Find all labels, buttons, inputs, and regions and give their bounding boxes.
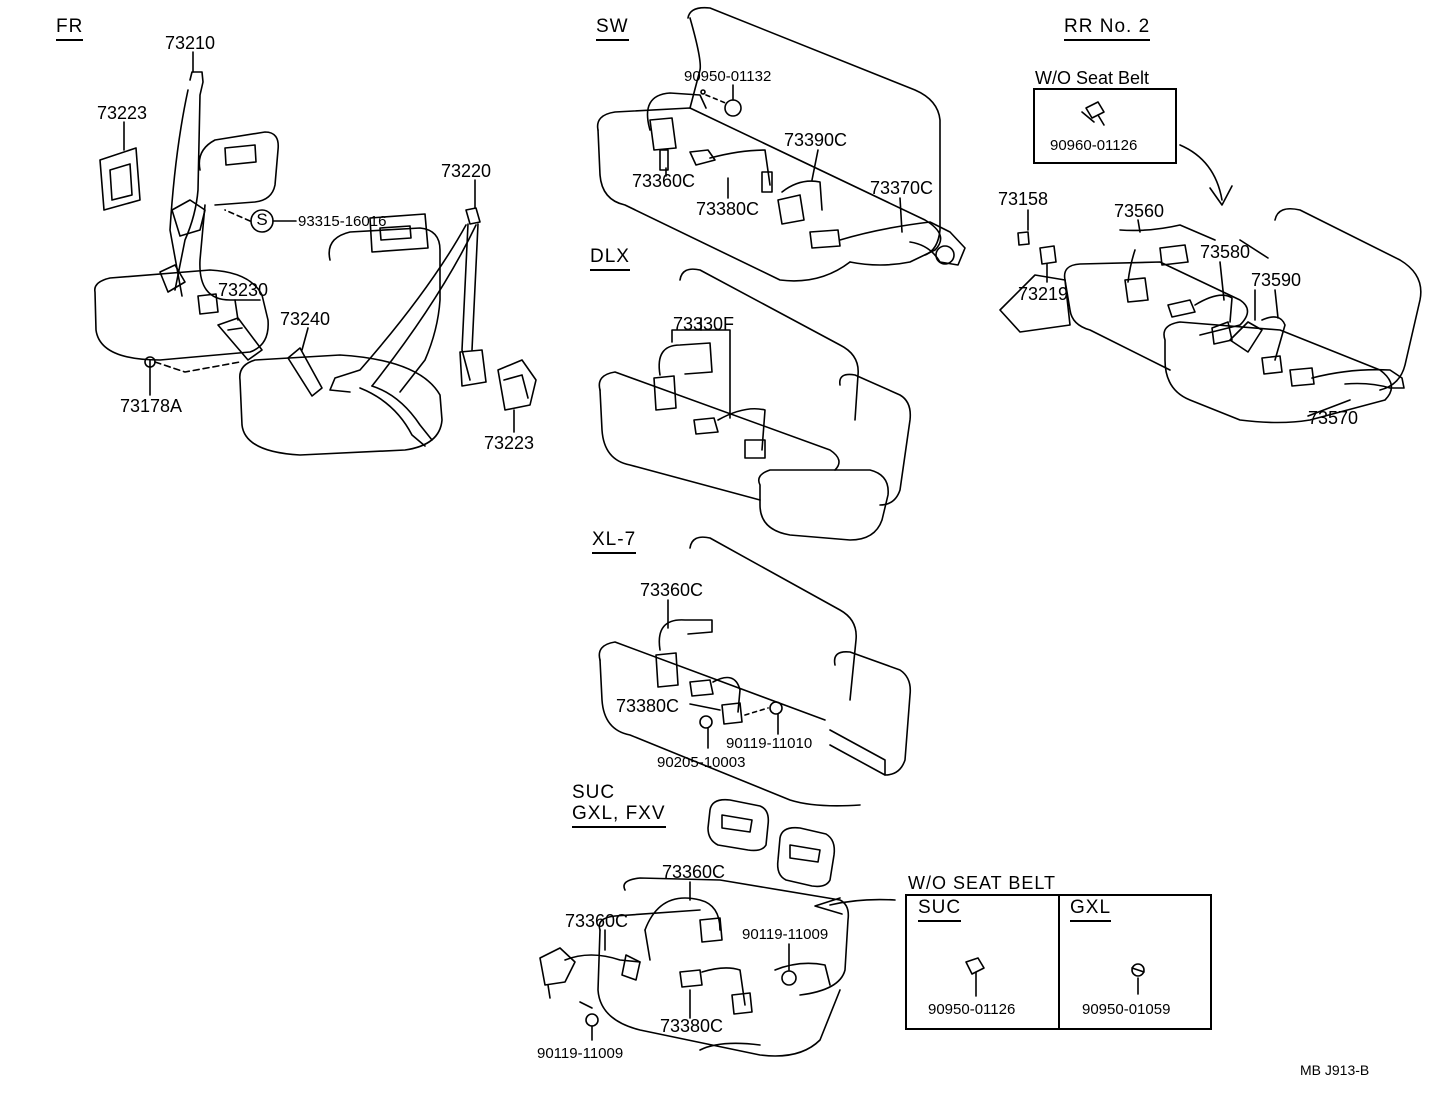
wo-box-drawing <box>965 957 1145 997</box>
s-mark: S <box>256 210 268 229</box>
part-label: 73560 <box>1114 201 1165 221</box>
suc-drawing <box>539 798 896 1057</box>
box-divider <box>1058 894 1060 1028</box>
box-header-gxl: GXL <box>1070 898 1112 922</box>
part-label: 73223 <box>97 103 148 123</box>
section-title-suc: SUC <box>572 782 616 803</box>
part-label: 73158 <box>998 189 1049 209</box>
part-label: 73380C <box>616 696 680 716</box>
wo-seat-belt-title-large: W/O SEAT BELT <box>908 873 1057 893</box>
sw-drawing <box>596 6 966 282</box>
dlx-drawing <box>598 268 912 541</box>
part-label: 73360C <box>640 580 704 600</box>
part-label: 73223 <box>484 433 535 453</box>
part-label: 73219 <box>1018 284 1069 304</box>
part-label: 90960-01126 <box>1050 137 1138 154</box>
fr-drawing <box>93 51 537 456</box>
box-header-suc: SUC <box>918 898 962 922</box>
part-label: 90950-01059 <box>1082 1001 1171 1018</box>
section-title-fr: FR <box>56 17 84 41</box>
part-label: 73580 <box>1200 242 1251 262</box>
part-label: 73370C <box>870 178 934 198</box>
part-label: 90950-01126 <box>928 1001 1016 1018</box>
part-label: 73390C <box>784 130 848 150</box>
section-title-dlx: DLX <box>590 247 630 271</box>
wo-seat-belt-box-rr <box>1033 88 1177 164</box>
part-label: 73360C <box>565 911 629 931</box>
part-label: 73210 <box>165 33 216 53</box>
part-label: 73220 <box>441 161 492 181</box>
part-label: 73360C <box>662 862 726 882</box>
part-label: 90950-01132 <box>684 68 772 85</box>
part-label: 73330F <box>673 314 735 334</box>
part-label: 73240 <box>280 309 331 329</box>
rr-drawing <box>999 101 1422 424</box>
part-label: 73380C <box>660 1016 724 1036</box>
part-label: 73360C <box>632 171 696 191</box>
part-label: 93315-16016 <box>298 213 387 230</box>
wo-seat-belt-title: W/O Seat Belt <box>1035 68 1150 88</box>
section-title-gxl-fxv: GXL, FXV <box>572 804 666 828</box>
xl7-drawing <box>598 536 912 807</box>
section-title-xl7: XL-7 <box>592 530 637 554</box>
section-title-rr: RR No. 2 <box>1064 17 1151 41</box>
part-label: 73230 <box>218 280 269 300</box>
part-label: 73178A <box>120 396 183 416</box>
part-label: 90205-10003 <box>657 754 746 771</box>
part-label: 90119-11009 <box>742 926 829 943</box>
part-label: 73570 <box>1308 408 1359 428</box>
part-label: 90119-11010 <box>726 735 813 752</box>
part-label: 73380C <box>696 199 760 219</box>
drawing-code: MB J913-B <box>1300 1062 1370 1078</box>
part-label: 73590 <box>1251 270 1302 290</box>
section-title-sw: SW <box>596 17 629 41</box>
part-label: 90119-11009 <box>537 1045 624 1062</box>
